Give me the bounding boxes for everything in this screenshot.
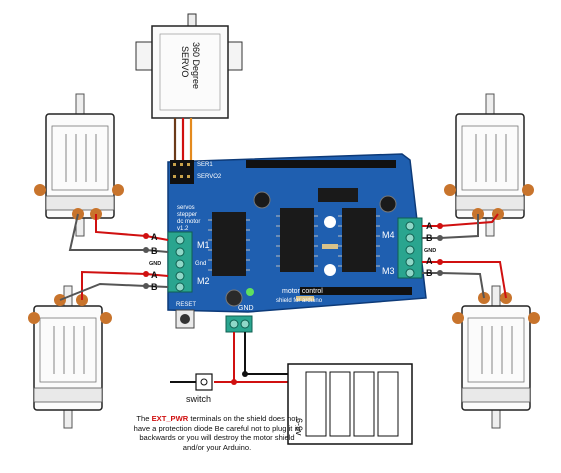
ext-pwr-terminal: [225, 315, 253, 333]
warning-note: The EXT_PWR terminals on the shield does…: [128, 414, 306, 452]
terminal-label-left-a2: A: [151, 270, 158, 280]
servo-label-line1: 360 Degree: [191, 42, 201, 89]
servo-label-line2: SERVO: [180, 46, 190, 77]
switch-label: switch: [186, 394, 211, 404]
silk-title-line1: motor control: [282, 288, 323, 295]
power-switch: [195, 373, 213, 391]
power-wiring: [170, 332, 288, 385]
terminal-label-left-b2: B: [151, 282, 158, 292]
terminal-label-left-a: A: [151, 232, 158, 242]
servo-motor: 360 Degree SERVO: [135, 13, 243, 119]
terminal-label-right-a2: A: [426, 256, 433, 266]
silk-jumper: jumper: [261, 319, 280, 325]
silk-reset: RESET: [176, 302, 196, 308]
silk-dc-motor: dc motor: [177, 219, 200, 225]
dc-motor-top-right: [444, 93, 534, 237]
silk-m3: M3: [382, 266, 395, 276]
silk-m2: M2: [197, 276, 210, 286]
terminal-label-left-b: B: [151, 246, 158, 256]
terminal-label-right-b2: B: [426, 268, 433, 278]
battery-pack: [287, 363, 413, 445]
silk-gnd-top: GND: [238, 305, 254, 312]
wires-right: [422, 213, 507, 299]
silk-stepper: stepper: [177, 212, 197, 218]
wires-left: [59, 213, 169, 301]
dc-motor-bottom-left: [28, 285, 112, 429]
warning-note-highlight: EXT_PWR: [151, 414, 189, 423]
terminal-label-right-gnd: GND: [424, 248, 436, 254]
terminal-label-right-a: A: [426, 221, 433, 231]
dc-motor-top-left: [34, 93, 124, 237]
silk-gnd-left: Gnd: [195, 261, 206, 267]
silk-m1: M1: [197, 240, 210, 250]
left-screw-terminal: [167, 231, 193, 293]
terminal-label-right-b: B: [426, 233, 433, 243]
warning-note-before: The: [136, 414, 152, 423]
right-screw-terminal: [397, 217, 423, 279]
battery-label: 6-9v: [294, 418, 304, 436]
silk-servos: servos: [177, 205, 195, 211]
silk-m4: M4: [382, 230, 395, 240]
silk-power: power: [262, 312, 278, 318]
motor-shield-board: servos stepper dc motor v1.2 M1 Gnd M2 M…: [167, 153, 427, 329]
dc-motor-bottom-right: [452, 285, 540, 429]
silk-title-line2: shield for arduino: [276, 298, 323, 304]
warning-note-after: terminals on the shield does not have a …: [133, 414, 301, 452]
silk-version: v1.2: [177, 226, 189, 232]
terminal-label-left-gnd: GND: [149, 261, 161, 267]
silk-servo2: SERVO2: [197, 174, 222, 180]
silk-ser1: SER1: [197, 162, 213, 168]
